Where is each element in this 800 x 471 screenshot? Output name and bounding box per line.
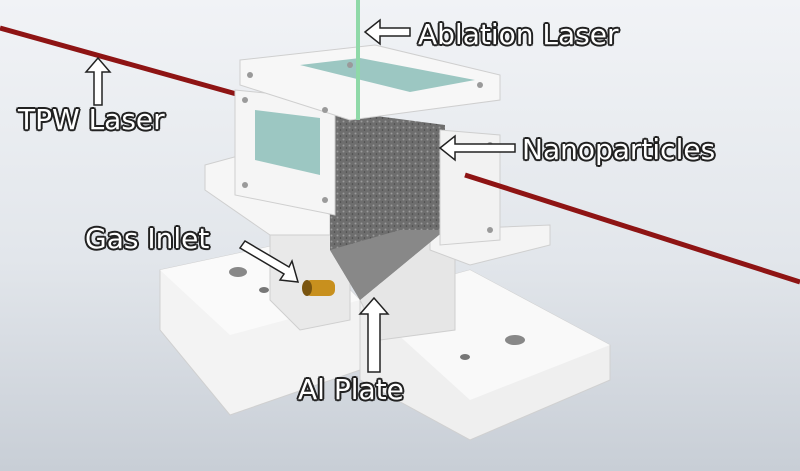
arrow-al-plate: [358, 296, 390, 373]
label-gas-inlet: Gas Inlet: [85, 222, 210, 255]
tpw-laser-beam-in: [0, 25, 241, 98]
gas-inlet-tube: [305, 280, 335, 296]
arrow-tpw: [84, 56, 112, 106]
label-al-plate: Al Plate: [298, 373, 404, 406]
arrow-ablation: [363, 18, 411, 46]
label-ablation-laser: Ablation Laser: [418, 18, 619, 51]
arrow-gas-inlet: [238, 240, 300, 283]
label-tpw-laser: TPW Laser: [18, 103, 165, 136]
left-window: [255, 110, 320, 175]
chamber-cone: [330, 230, 445, 300]
label-nanoparticles: Nanoparticles: [522, 133, 716, 166]
top-window: [300, 58, 475, 92]
label-arrows: [84, 18, 516, 373]
tpw-laser-beam-out: [464, 172, 800, 285]
arrow-nanoparticles: [438, 134, 516, 162]
